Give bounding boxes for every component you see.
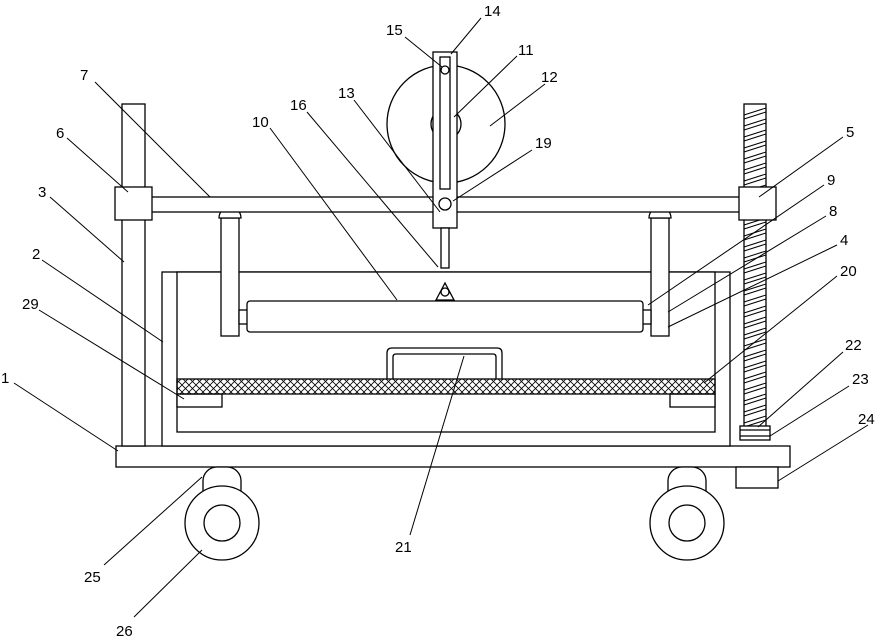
arm-left [221, 218, 239, 336]
label-5: 5 [846, 124, 854, 141]
collar-block [736, 467, 778, 488]
pivot-pin [439, 198, 451, 210]
label-3: 3 [38, 184, 46, 201]
base-plate [116, 446, 790, 467]
support-block-right [670, 394, 715, 407]
wheel-left-hub [204, 505, 240, 541]
label-21: 21 [395, 539, 412, 556]
hook-pin [441, 288, 449, 296]
label-19: 19 [535, 135, 552, 152]
roller [247, 301, 643, 332]
label-7: 7 [80, 67, 88, 84]
label-29: 29 [22, 296, 39, 313]
mesh-plate [177, 379, 715, 394]
label-13: 13 [338, 85, 355, 102]
label-22: 22 [845, 337, 862, 354]
label-24: 24 [858, 411, 875, 428]
label-10: 10 [252, 114, 269, 131]
label-14: 14 [484, 3, 501, 20]
arm-right [651, 218, 669, 336]
label-6: 6 [56, 125, 64, 142]
slide-block-left [115, 187, 152, 220]
slot-pin [441, 66, 449, 74]
label-15: 15 [386, 22, 403, 39]
label-9: 9 [827, 172, 835, 189]
support-block-left [177, 394, 222, 407]
label-16: 16 [290, 97, 307, 114]
label-1: 1 [1, 370, 9, 387]
label-2: 2 [32, 246, 40, 263]
slider-slot [440, 57, 450, 189]
wheel-right-hub [669, 505, 705, 541]
label-26: 26 [116, 623, 133, 640]
label-11: 11 [518, 42, 534, 59]
label-4: 4 [840, 232, 848, 249]
label-8: 8 [829, 203, 837, 220]
rod [441, 228, 449, 268]
slide-block-right [739, 187, 776, 220]
label-12: 12 [541, 69, 558, 86]
label-20: 20 [840, 263, 857, 280]
label-25: 25 [84, 569, 101, 586]
screw-nut [740, 426, 770, 440]
left-post [122, 104, 145, 446]
label-23: 23 [852, 371, 869, 388]
